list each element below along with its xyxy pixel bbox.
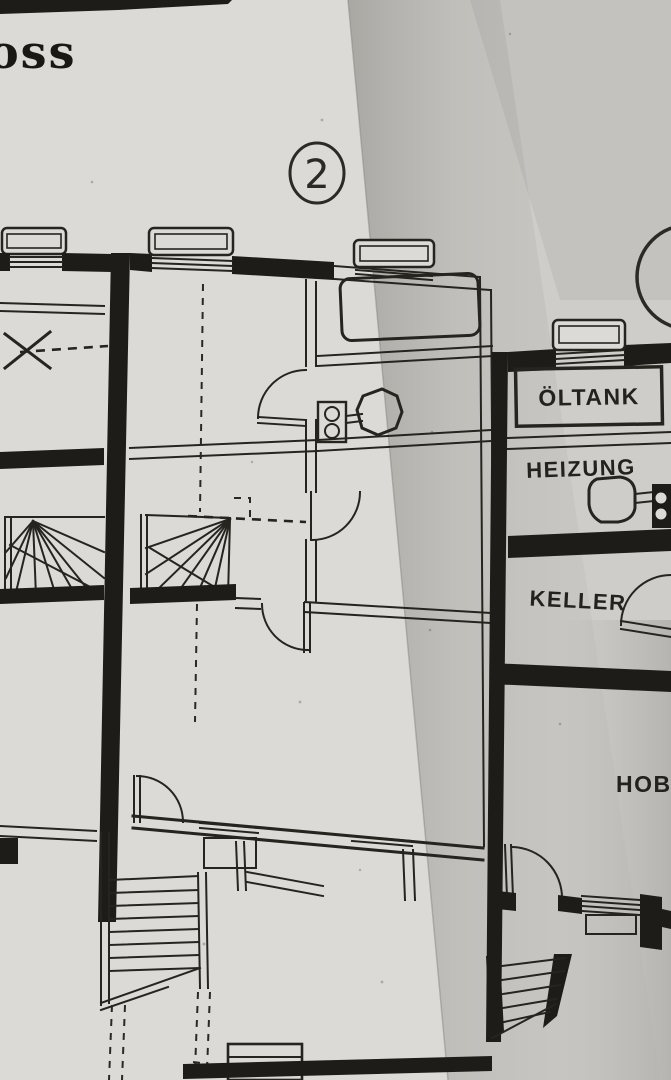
keller-room: KELLER xyxy=(529,573,671,639)
interior-divider-wall xyxy=(305,279,317,603)
tank-fixture xyxy=(338,271,482,343)
heizung-room: HEIZUNG xyxy=(526,454,671,528)
window-symbol xyxy=(147,226,235,257)
toilet-bowl xyxy=(355,387,404,437)
hobby-room: HOBB xyxy=(488,771,671,950)
adjacent-unit-badge-partial xyxy=(635,226,671,328)
boiler-symbol xyxy=(587,475,637,524)
sheet-title: oss xyxy=(0,0,232,79)
stair-middle-unit xyxy=(140,497,307,599)
section-mark xyxy=(2,329,109,371)
chimney-symbol xyxy=(652,484,671,528)
oil-tank-symbol xyxy=(513,364,665,429)
room-label-hobby: HOBB xyxy=(616,771,671,797)
room-label-oeltank: ÖLTANK xyxy=(538,383,640,411)
window-symbol xyxy=(551,318,627,352)
left-unit-plan xyxy=(0,226,130,922)
room-label-heizung: HEIZUNG xyxy=(526,454,636,483)
door-arc xyxy=(310,490,362,542)
unit-number: 2 xyxy=(304,152,329,198)
bottom-wall xyxy=(131,814,485,869)
unit-2-badge: 2 xyxy=(288,141,346,205)
window-sill-box xyxy=(203,837,257,869)
party-wall-left xyxy=(98,253,130,922)
sheet-title-fragment: oss xyxy=(0,25,76,79)
window-symbol xyxy=(352,238,436,269)
right-unit-plan: ÖLTANK HEIZUNG KELLER HOBB xyxy=(486,318,671,1042)
wc-fixtures xyxy=(316,387,404,444)
photo-top-edge xyxy=(0,0,232,14)
exterior-stair-right-unit xyxy=(486,954,572,1040)
party-wall-right xyxy=(486,352,508,1042)
door-arc xyxy=(133,774,185,824)
bottom-wall-bar xyxy=(183,1056,492,1079)
window-symbol xyxy=(0,226,68,256)
door-arc xyxy=(619,573,671,639)
stair-left-unit xyxy=(4,516,106,599)
oeltank-room: ÖLTANK xyxy=(513,364,665,429)
exterior-stair-middle-unit xyxy=(99,832,211,1080)
window-sill-box xyxy=(585,914,637,935)
section-line xyxy=(194,283,204,723)
door-arc xyxy=(260,602,311,653)
door-arc xyxy=(256,368,308,428)
door-arc xyxy=(503,843,564,900)
room-label-keller: KELLER xyxy=(529,585,627,615)
middle-unit-plan xyxy=(99,226,497,1080)
